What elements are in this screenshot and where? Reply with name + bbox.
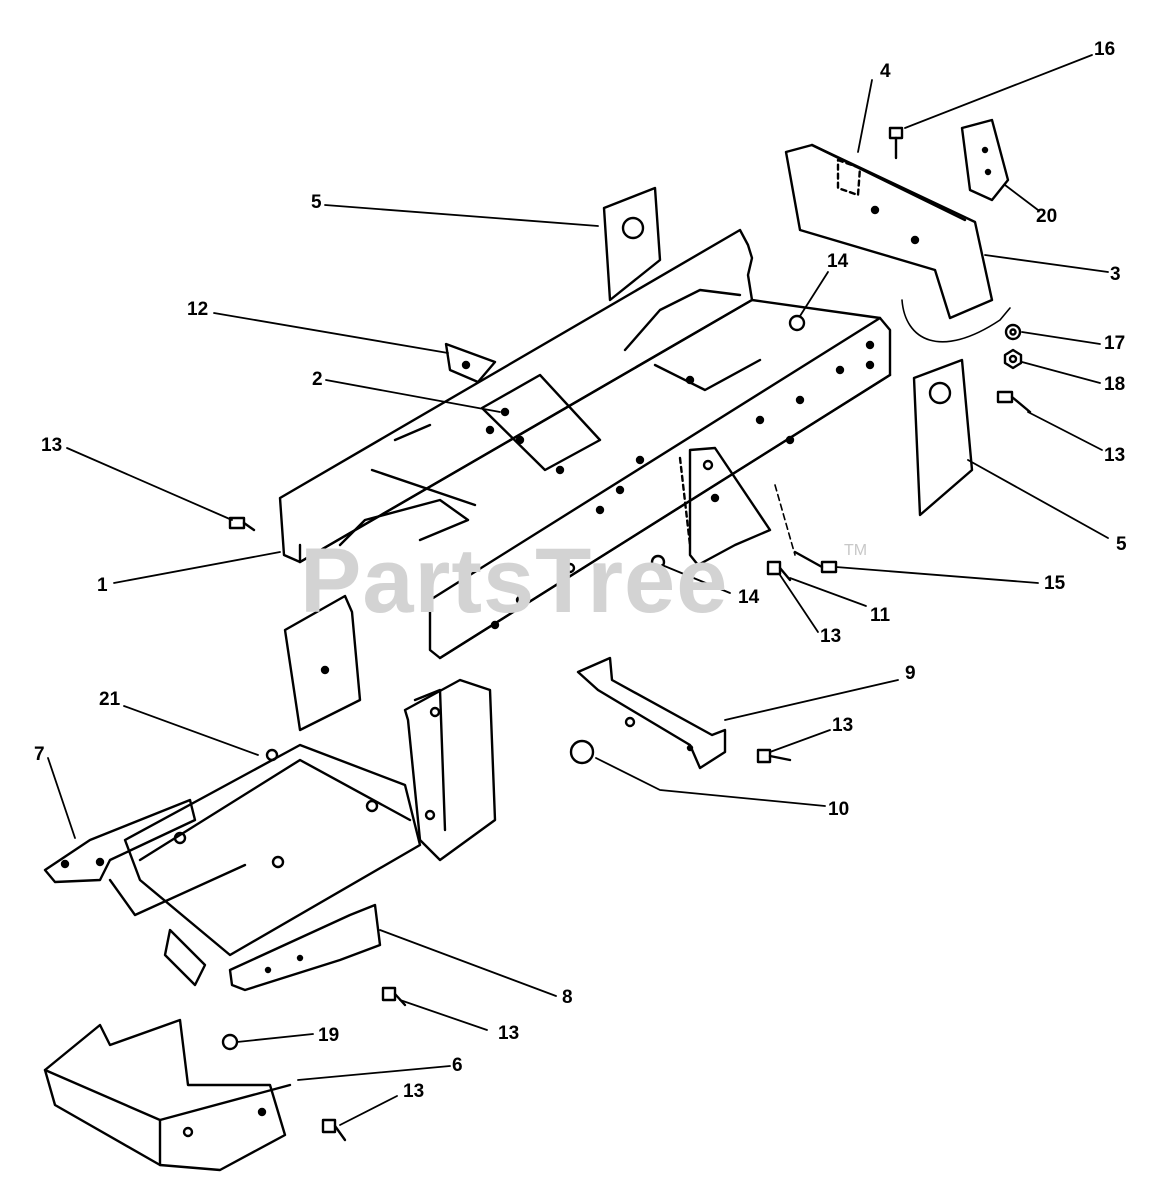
callout-4: 4 — [880, 61, 891, 82]
callout-17: 17 — [1104, 333, 1126, 354]
callout-1: 1 — [97, 575, 108, 596]
callout-14-bottom: 14 — [738, 587, 760, 608]
main-frame-part — [278, 228, 892, 660]
callout-9: 9 — [905, 663, 916, 684]
callout-18: 18 — [1104, 374, 1126, 395]
callout-13-right: 13 — [1104, 445, 1126, 466]
callout-2: 2 — [312, 369, 323, 390]
callout-6: 6 — [452, 1055, 463, 1076]
lower-bracket-parts — [163, 903, 382, 992]
callout-11: 11 — [870, 605, 891, 626]
frame-side-7-part — [43, 798, 247, 917]
bracket-5-right-part — [912, 358, 974, 517]
callout-19: 19 — [318, 1025, 340, 1046]
leader-lines — [47, 54, 1109, 1126]
callout-10: 10 — [828, 799, 850, 820]
callout-7: 7 — [34, 744, 45, 765]
bumper-6-part — [43, 1018, 292, 1172]
callout-21: 21 — [99, 689, 121, 710]
watermark: PartsTree — [300, 530, 729, 632]
watermark-trademark: TM — [844, 542, 868, 559]
callout-13-left: 13 — [41, 435, 63, 456]
bumper-bracket-3-part — [784, 143, 994, 320]
callout-5-right: 5 — [1116, 534, 1127, 555]
hanger-bracket-11-part — [678, 446, 772, 567]
callout-15: 15 — [1044, 573, 1066, 594]
bracket-9-part — [576, 656, 727, 770]
callout-13-bottom: 13 — [403, 1081, 425, 1102]
bracket-20-part — [960, 118, 1010, 202]
callout-8: 8 — [562, 987, 573, 1008]
callout-13-center: 13 — [820, 626, 842, 647]
callout-16: 16 — [1094, 39, 1116, 60]
frame-extension-21-part — [123, 594, 497, 957]
callout-20: 20 — [1036, 206, 1058, 227]
bracket-12-part — [444, 342, 497, 384]
callout-5-top: 5 — [311, 192, 322, 213]
bracket-5-left-part — [602, 186, 662, 302]
callout-14-top: 14 — [827, 251, 849, 272]
callout-3: 3 — [1110, 264, 1121, 285]
hardware-items — [221, 299, 1032, 1142]
callout-13-bracket: 13 — [832, 715, 854, 736]
bolt-16-part — [888, 126, 904, 160]
callout-13-lower: 13 — [498, 1023, 520, 1044]
callout-12: 12 — [187, 299, 209, 320]
